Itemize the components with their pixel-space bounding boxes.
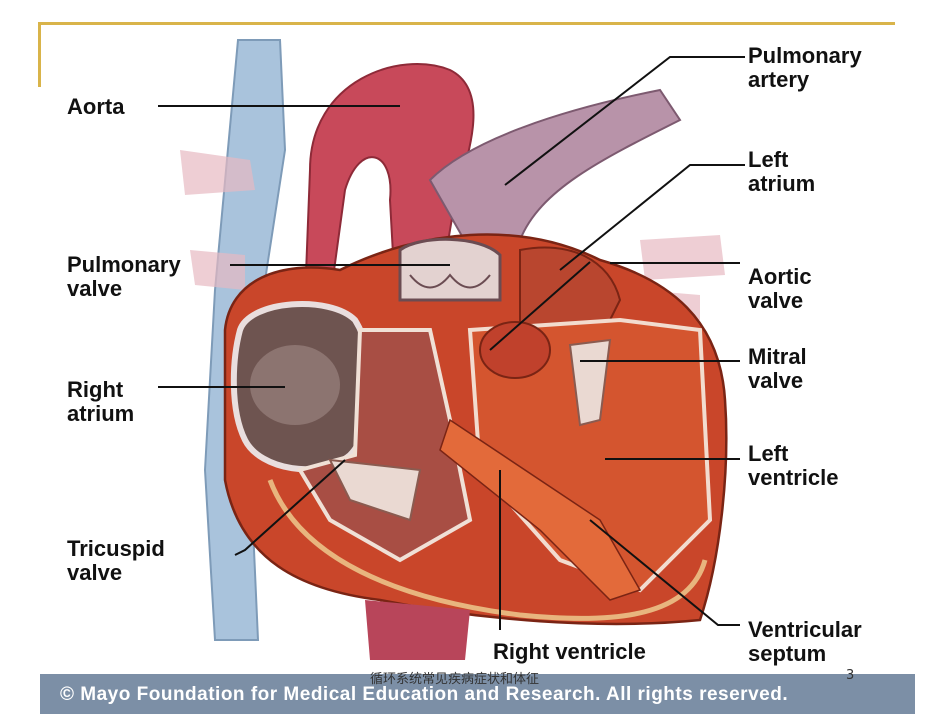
right-atrium-inner — [250, 345, 340, 425]
label-tricuspid-valve: Tricuspid valve — [67, 536, 165, 585]
label-left-ventricle: Left ventricle — [748, 441, 839, 490]
tricuspid-valve-shape — [328, 458, 422, 522]
left-pulmonary-veins — [180, 150, 255, 195]
left-accent-line — [38, 22, 41, 87]
label-pulmonary-valve: Pulmonary valve — [67, 252, 181, 301]
left-atrium-shape — [519, 246, 622, 342]
aortic-valve-shape — [479, 321, 551, 379]
outer-wall — [267, 479, 708, 621]
label-mitral-valve: Mitral valve — [748, 344, 807, 393]
label-aorta: Aorta — [67, 94, 125, 119]
footer-band — [40, 674, 915, 714]
copyright-text: © Mayo Foundation for Medical Education … — [60, 684, 789, 705]
label-aortic-valve: Aortic valve — [748, 264, 812, 313]
label-left-atrium: Left atrium — [748, 147, 816, 196]
right-pulmonary-veins — [640, 235, 725, 280]
ventricular-septum-shape — [439, 418, 642, 601]
label-right-atrium: Right atrium — [67, 377, 135, 426]
descending-vessel — [365, 600, 470, 660]
slide-caption: 循环系统常见疾病症状和体征 — [370, 672, 540, 687]
top-accent-line — [40, 22, 895, 25]
label-ventricular-septum: Ventricular septum — [748, 617, 862, 666]
label-pulmonary-artery: Pulmonary artery — [748, 43, 862, 92]
leader-lines — [158, 56, 745, 630]
pulmonary-artery-shape — [428, 88, 682, 252]
pulmonary-valve-shape — [398, 237, 502, 302]
page-number: 3 — [846, 668, 855, 683]
label-right-ventricle: Right ventricle — [493, 639, 646, 664]
